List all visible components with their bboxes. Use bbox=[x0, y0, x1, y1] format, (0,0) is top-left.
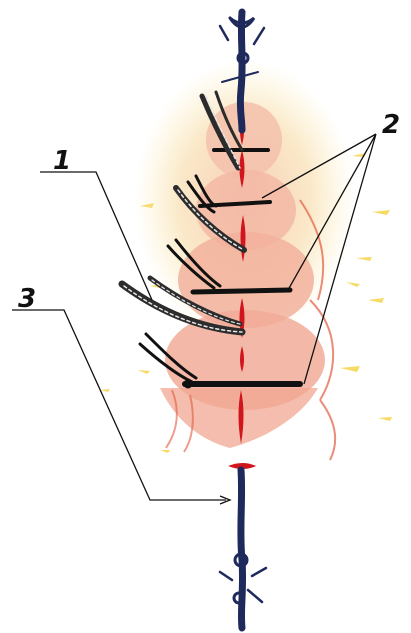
tissue-layers bbox=[135, 60, 355, 460]
callout-label-1: 1 bbox=[53, 148, 71, 174]
callout-label-2: 2 bbox=[382, 112, 400, 138]
leader-line-1 bbox=[40, 172, 152, 300]
callout-label-3: 3 bbox=[18, 286, 36, 312]
